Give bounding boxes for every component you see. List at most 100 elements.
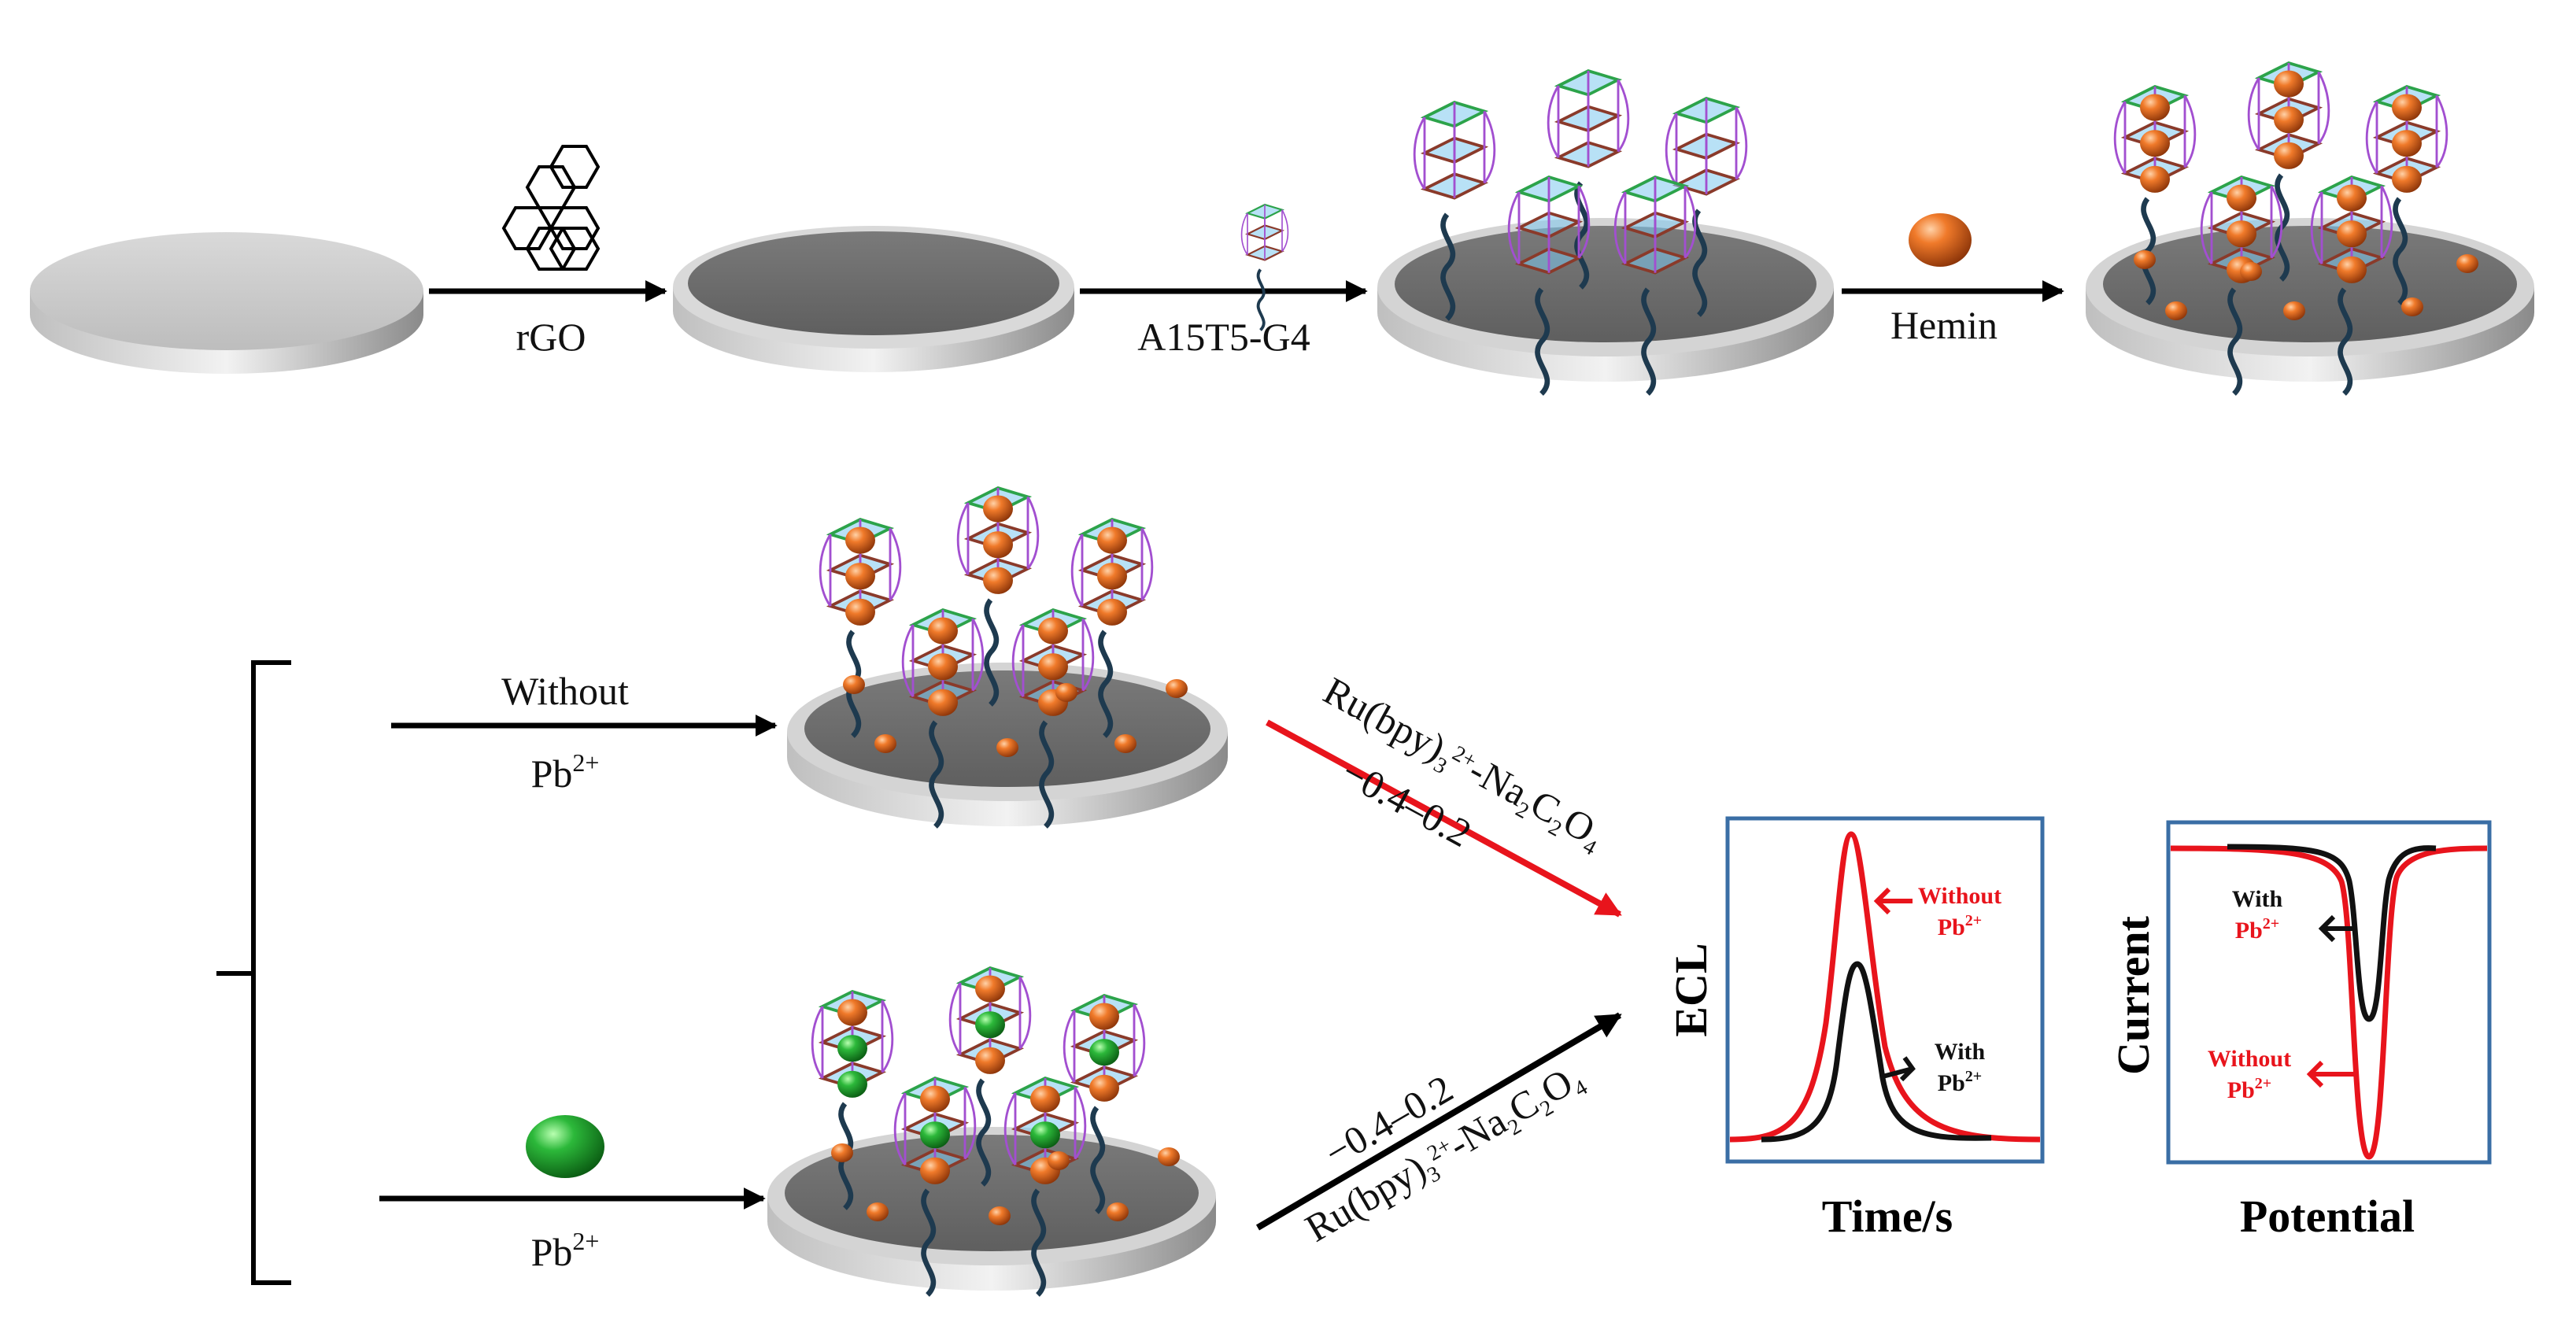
hemin-molecule [1097,526,1127,554]
lead-ion [837,1070,867,1098]
dna-strand [2338,287,2353,396]
quadruplex-loop [1240,209,1289,256]
g-quadruplex [2200,175,2283,396]
without-label: Without [501,669,629,713]
hemin-dot [867,1202,889,1221]
g-quadruplex [1063,993,1146,1214]
quadruplex-loop [2310,185,2393,265]
reagent-label-upper: Ru(bpy)32+-Na2C2O4 −0.4–0.2 [1317,668,1602,860]
hemin-molecule [2274,106,2304,134]
cv-without-pb-label: Pb2+ [2227,1075,2271,1103]
dna-strand [929,720,944,829]
reagent-label-lower: −0.4–0.2 Ru(bpy)32+-Na2C2O4 [1298,1060,1592,1250]
cv-with-pb-label: Pb2+ [2235,915,2279,944]
hemin-molecule [1030,1085,1060,1113]
g-quadruplex-icon [1240,203,1289,331]
g-quadruplex [901,608,985,829]
hemin-dot [2165,301,2187,320]
g-quadruplex [819,517,902,738]
without-pb-electrode [787,486,1228,829]
quadruplex-loop [2247,71,2330,151]
ecl-with-label: With [1935,1039,1986,1065]
lead-ion [920,1121,950,1149]
hemin-molecule [1089,1003,1119,1030]
hemin-label: Hemin [1890,303,1998,347]
dna-strand [984,598,1000,707]
hemin-molecule [920,1157,950,1184]
ecl-x-label: Time/s [1822,1191,1953,1242]
hemin-dot [2456,254,2478,273]
hemin-molecule [2140,94,2170,121]
arrow-ecl-with [1255,1012,1622,1231]
hemin-molecule [2337,184,2367,212]
hemin-molecule [845,526,875,554]
g-quadruplex [1413,100,1496,321]
quadruplex-loop [1003,1086,1087,1166]
cv-curve-without [2170,845,2488,1160]
dna-strand [1440,212,1456,321]
hemin-molecule [920,1085,950,1113]
hemin-molecule [2392,94,2422,121]
cv-arrow-without [2306,1060,2357,1088]
quadruplex-loop [1063,1003,1146,1084]
hemin-electrode [2086,61,2534,396]
cv-without-label: Without [2208,1046,2291,1072]
g-quadruplex [2310,175,2393,396]
lead-ion-icon [526,1115,604,1178]
hemin-dot [1158,1147,1180,1166]
with-pb-electrode [767,966,1216,1297]
dna-strand [1031,1188,1047,1297]
ecl-y-label: ECL [1665,943,1717,1036]
dna-strand [1535,287,1550,396]
hemin-dot [1055,683,1077,702]
ecl-plot-frame [1725,816,2045,1164]
hemin-molecule [1089,1074,1119,1102]
ecl-plot: Without Pb2+ With Pb2+ ECL Time/s [1665,816,2045,1242]
dna-strand [2393,197,2408,305]
ecl-arrow-without [1873,887,1913,915]
quadruplex-loop [2113,94,2197,175]
quadruplex-loop [893,1086,977,1166]
hemin-molecule [2140,165,2170,193]
hemin-dot [2283,301,2305,320]
lead-ion [1030,1121,1060,1149]
hemin-molecule [983,495,1013,523]
dna-strand [1098,630,1114,738]
hemin-molecule [2227,184,2256,212]
hemin-icon [1909,213,1972,267]
hemin-molecule [837,999,867,1026]
dna-strand [1256,268,1266,331]
quadruplex-loop [1507,185,1591,265]
g-quadruplex [1003,1076,1087,1297]
hemin-molecule [1038,653,1068,681]
electrode-surface [804,670,1210,787]
dna-strand [1641,287,1657,396]
hemin-molecule [2274,142,2304,169]
aptamer-label: A15T5-G4 [1137,315,1310,359]
lead-ion [837,1035,867,1062]
g-quadruplex [1507,175,1591,396]
hemin-molecule [928,617,958,644]
hemin-molecule [1097,598,1127,626]
hemin-dot [1114,734,1136,753]
g-quadruplex [948,966,1032,1187]
g-quadruplex [2113,84,2197,305]
cv-curve-with [2227,844,2437,1022]
hemin-molecule [845,598,875,626]
graphene-icon [501,145,601,271]
hemin-molecule [928,689,958,716]
electrode-surface [2103,226,2517,342]
hemin-molecule [2337,220,2367,248]
cv-x-label: Potential [2240,1191,2415,1242]
g-quadruplex [1240,203,1289,331]
hemin-dot [2134,250,2156,269]
rgo-electrode [673,226,1074,372]
hemin-molecule [2392,165,2422,193]
bare-electrode [30,232,423,374]
g-quadruplex [2365,84,2448,305]
without-pb-label: Pb2+ [531,748,600,796]
g-quadruplex [1070,517,1154,738]
hemin-dot [989,1206,1011,1225]
hemin-dot [1048,1151,1070,1170]
